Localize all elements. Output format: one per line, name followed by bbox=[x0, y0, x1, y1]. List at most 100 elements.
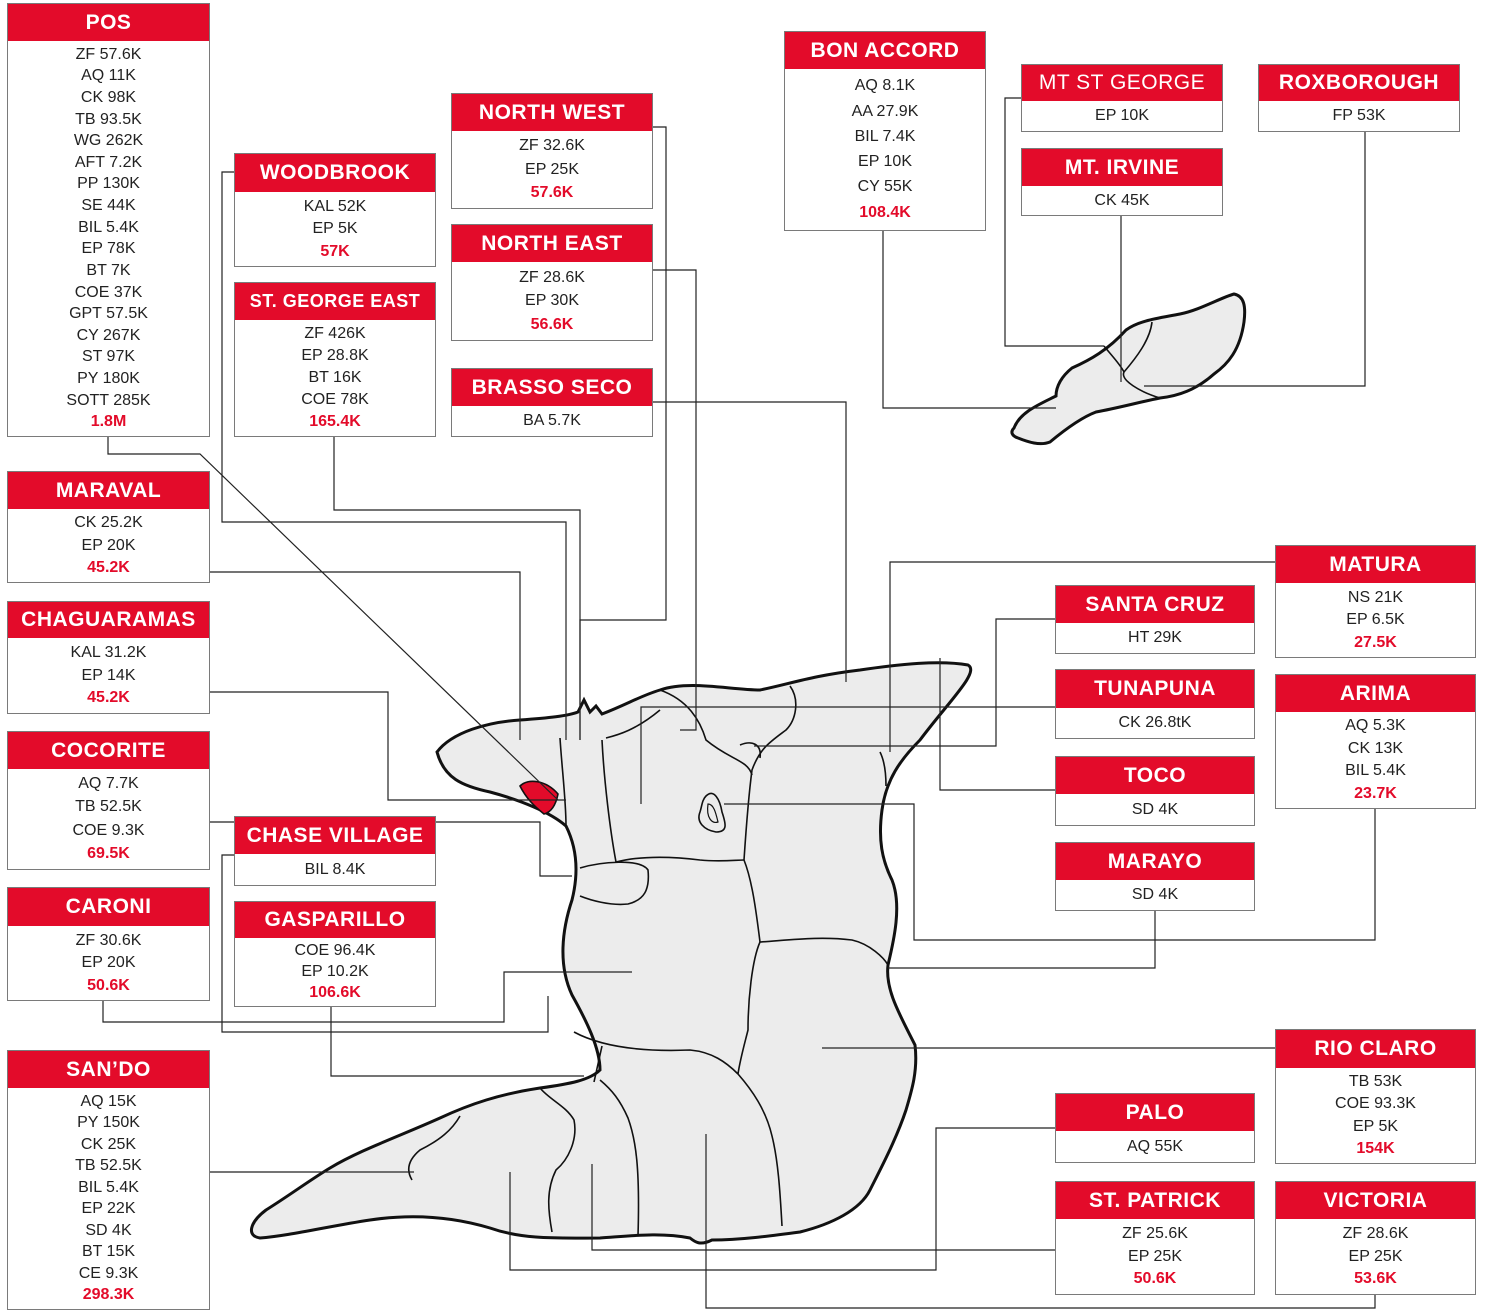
row: EP 28.8K bbox=[301, 347, 369, 364]
row: BIL 5.4K bbox=[78, 1178, 139, 1196]
box-rows: COE 96.4K EP 10.2K 106.6K bbox=[235, 938, 435, 1006]
box-arima: ARIMA AQ 5.3K CK 13K BIL 5.4K 23.7K bbox=[1275, 674, 1476, 809]
box-title: POS bbox=[8, 4, 209, 41]
box-title: SAN’DO bbox=[8, 1051, 209, 1088]
box-title: SANTA CRUZ bbox=[1056, 586, 1254, 623]
box-rows: SD 4K bbox=[1056, 880, 1254, 910]
row-total: 298.3K bbox=[82, 1286, 135, 1304]
row: ZF 28.6K bbox=[1342, 1224, 1409, 1242]
box-title: ROXBOROUGH bbox=[1259, 65, 1459, 101]
box-victoria: VICTORIA ZF 28.6K EP 25K 53.6K bbox=[1275, 1181, 1476, 1295]
row: BT 15K bbox=[81, 1243, 136, 1261]
row: SOTT 285K bbox=[66, 391, 151, 409]
row: CK 45K bbox=[1094, 191, 1150, 209]
box-rows: TB 53K COE 93.3K EP 5K 154K bbox=[1276, 1068, 1475, 1163]
box-cocorite: COCORITE AQ 7.7K TB 52.5K COE 9.3K 69.5K bbox=[7, 731, 210, 870]
row: CE 9.3K bbox=[78, 1264, 139, 1282]
row: EP 22K bbox=[81, 1200, 136, 1218]
row: ST 97K bbox=[81, 348, 136, 366]
box-rows: FP 53K bbox=[1259, 101, 1459, 131]
row: TB 52.5K bbox=[75, 1157, 142, 1175]
box-title: CHAGUARAMAS bbox=[8, 602, 209, 638]
box-rows: KAL 31.2K EP 14K 45.2K bbox=[8, 638, 209, 713]
row-total: 45.2K bbox=[87, 558, 130, 576]
row: EP 30K bbox=[525, 292, 579, 309]
row-total: 57.6K bbox=[530, 183, 574, 201]
box-st-patrick: ST. PATRICK ZF 25.6K EP 25K 50.6K bbox=[1055, 1181, 1255, 1295]
row: EP 10.2K bbox=[301, 963, 369, 980]
row: AQ 15K bbox=[80, 1092, 137, 1110]
box-matura: MATURA NS 21K EP 6.5K 27.5K bbox=[1275, 545, 1476, 658]
box-rows: CK 25.2K EP 20K 45.2K bbox=[8, 509, 209, 582]
box-rows: ZF 32.6K EP 25K 57.6K bbox=[452, 131, 652, 208]
row: ZF 32.6K bbox=[519, 137, 585, 155]
box-title: COCORITE bbox=[8, 732, 209, 769]
box-brasso-seco: BRASSO SECO BA 5.7K bbox=[451, 368, 653, 437]
box-toco: TOCO SD 4K bbox=[1055, 756, 1255, 826]
box-mt-irvine: MT. IRVINE CK 45K bbox=[1021, 148, 1223, 216]
row-total: 53.6K bbox=[1354, 1270, 1397, 1288]
box-rows: CK 45K bbox=[1022, 186, 1222, 215]
row: COE 96.4K bbox=[294, 942, 376, 959]
row: AQ 7.7K bbox=[78, 775, 139, 793]
box-caroni: CARONI ZF 30.6K EP 20K 50.6K bbox=[7, 887, 210, 1001]
box-santa-cruz: SANTA CRUZ HT 29K bbox=[1055, 585, 1255, 654]
box-title: PALO bbox=[1056, 1094, 1254, 1131]
row: COE 78K bbox=[301, 391, 369, 408]
row: EP 20K bbox=[81, 536, 136, 554]
box-title: BON ACCORD bbox=[785, 32, 985, 69]
box-rows: ZF 426K EP 28.8K BT 16K COE 78K 165.4K bbox=[235, 320, 435, 436]
row-total: 45.2K bbox=[87, 689, 130, 707]
row: EP 78K bbox=[81, 240, 136, 258]
box-title: TUNAPUNA bbox=[1056, 670, 1254, 708]
row: ZF 57.6K bbox=[75, 45, 142, 63]
box-title: WOODBROOK bbox=[235, 154, 435, 192]
box-gasparillo: GASPARILLO COE 96.4K EP 10.2K 106.6K bbox=[234, 901, 436, 1007]
row: BT 7K bbox=[86, 261, 131, 279]
row: BA 5.7K bbox=[523, 412, 581, 429]
row: BIL 5.4K bbox=[78, 218, 139, 236]
box-maraval: MARAVAL CK 25.2K EP 20K 45.2K bbox=[7, 471, 210, 583]
box-sando: SAN’DO AQ 15K PY 150K CK 25K TB 52.5K BI… bbox=[7, 1050, 210, 1310]
row-total: 69.5K bbox=[87, 844, 130, 862]
box-rows: KAL 52K EP 5K 57K bbox=[235, 192, 435, 266]
tobago-island bbox=[1010, 292, 1247, 446]
row: ZF 30.6K bbox=[75, 931, 142, 949]
row: CK 13K bbox=[1347, 739, 1404, 757]
box-title: ARIMA bbox=[1276, 675, 1475, 712]
row: SD 4K bbox=[1131, 886, 1179, 903]
row: NS 21K bbox=[1347, 588, 1404, 606]
row-total: 57K bbox=[320, 242, 350, 260]
row-total: 27.5K bbox=[1354, 633, 1397, 651]
row: COE 93.3K bbox=[1335, 1095, 1416, 1113]
row: EP 14K bbox=[81, 666, 136, 684]
row-total: 1.8M bbox=[90, 413, 127, 431]
row: EP 20K bbox=[81, 954, 136, 971]
box-title: MARAVAL bbox=[8, 472, 209, 509]
row-total: 50.6K bbox=[87, 976, 130, 994]
row: AQ 11K bbox=[81, 67, 136, 85]
row: EP 25K bbox=[1348, 1247, 1403, 1265]
row: TB 53K bbox=[1348, 1073, 1403, 1091]
row-total: 165.4K bbox=[309, 413, 361, 430]
row: CK 25.2K bbox=[74, 514, 143, 532]
box-rows: AQ 5.3K CK 13K BIL 5.4K 23.7K bbox=[1276, 712, 1475, 808]
box-rows: ZF 28.6K EP 25K 53.6K bbox=[1276, 1219, 1475, 1294]
row: EP 10K bbox=[858, 153, 912, 171]
row: COE 9.3K bbox=[72, 821, 145, 839]
row: CK 26.8tK bbox=[1118, 714, 1192, 731]
row: ZF 28.6K bbox=[519, 268, 585, 286]
box-title: GASPARILLO bbox=[235, 902, 435, 938]
row: TB 93.5K bbox=[75, 110, 142, 128]
box-rows: AQ 55K bbox=[1056, 1131, 1254, 1162]
row: AQ 8.1K bbox=[854, 77, 916, 95]
box-rio-claro: RIO CLARO TB 53K COE 93.3K EP 5K 154K bbox=[1275, 1029, 1476, 1164]
box-roxborough: ROXBOROUGH FP 53K bbox=[1258, 64, 1460, 132]
box-title: ST. GEORGE EAST bbox=[235, 283, 435, 320]
row-total: 56.6K bbox=[530, 315, 574, 333]
row: SD 4K bbox=[1131, 800, 1179, 818]
box-rows: CK 26.8tK bbox=[1056, 708, 1254, 738]
box-st-george-east: ST. GEORGE EAST ZF 426K EP 28.8K BT 16K … bbox=[234, 282, 436, 437]
row: WG 262K bbox=[73, 132, 144, 150]
row-total: 50.6K bbox=[1133, 1270, 1177, 1288]
